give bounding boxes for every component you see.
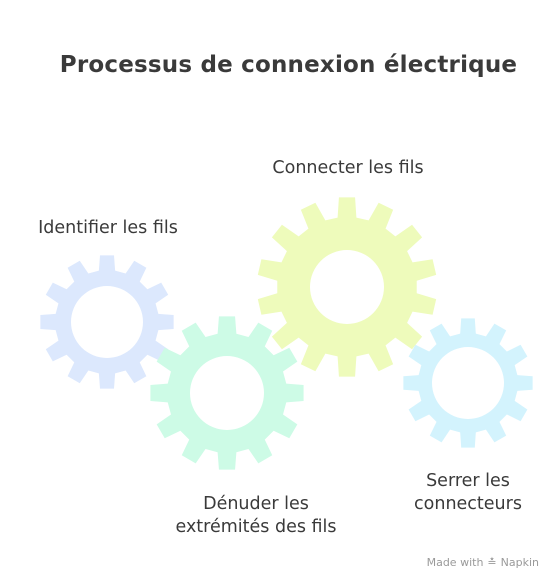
gear-icon — [40, 255, 174, 389]
credit-prefix: Made with — [426, 556, 484, 569]
gear-shape — [403, 318, 533, 448]
gear-shape — [257, 197, 437, 377]
credit-brand: Napkin — [500, 556, 539, 569]
step-label-strip-wire-ends: Dénuder les extrémités des fils — [175, 494, 337, 537]
gear-icon — [403, 318, 533, 448]
step-label-tighten-connectors: Serrer les connecteurs — [414, 471, 522, 514]
gear-icon — [257, 197, 437, 377]
gear-shape — [40, 255, 174, 389]
napkin-logo-icon: ≛ — [487, 556, 497, 569]
gear-shape — [150, 316, 304, 470]
diagram-title: Processus de connexion électrique — [59, 52, 518, 78]
step-label-connect-wires: Connecter les fils — [272, 158, 424, 178]
gear-icon — [150, 316, 304, 470]
made-with-credit: Made with ≛ Napkin — [427, 556, 539, 569]
step-label-identify-wires: Identifier les fils — [38, 218, 178, 238]
